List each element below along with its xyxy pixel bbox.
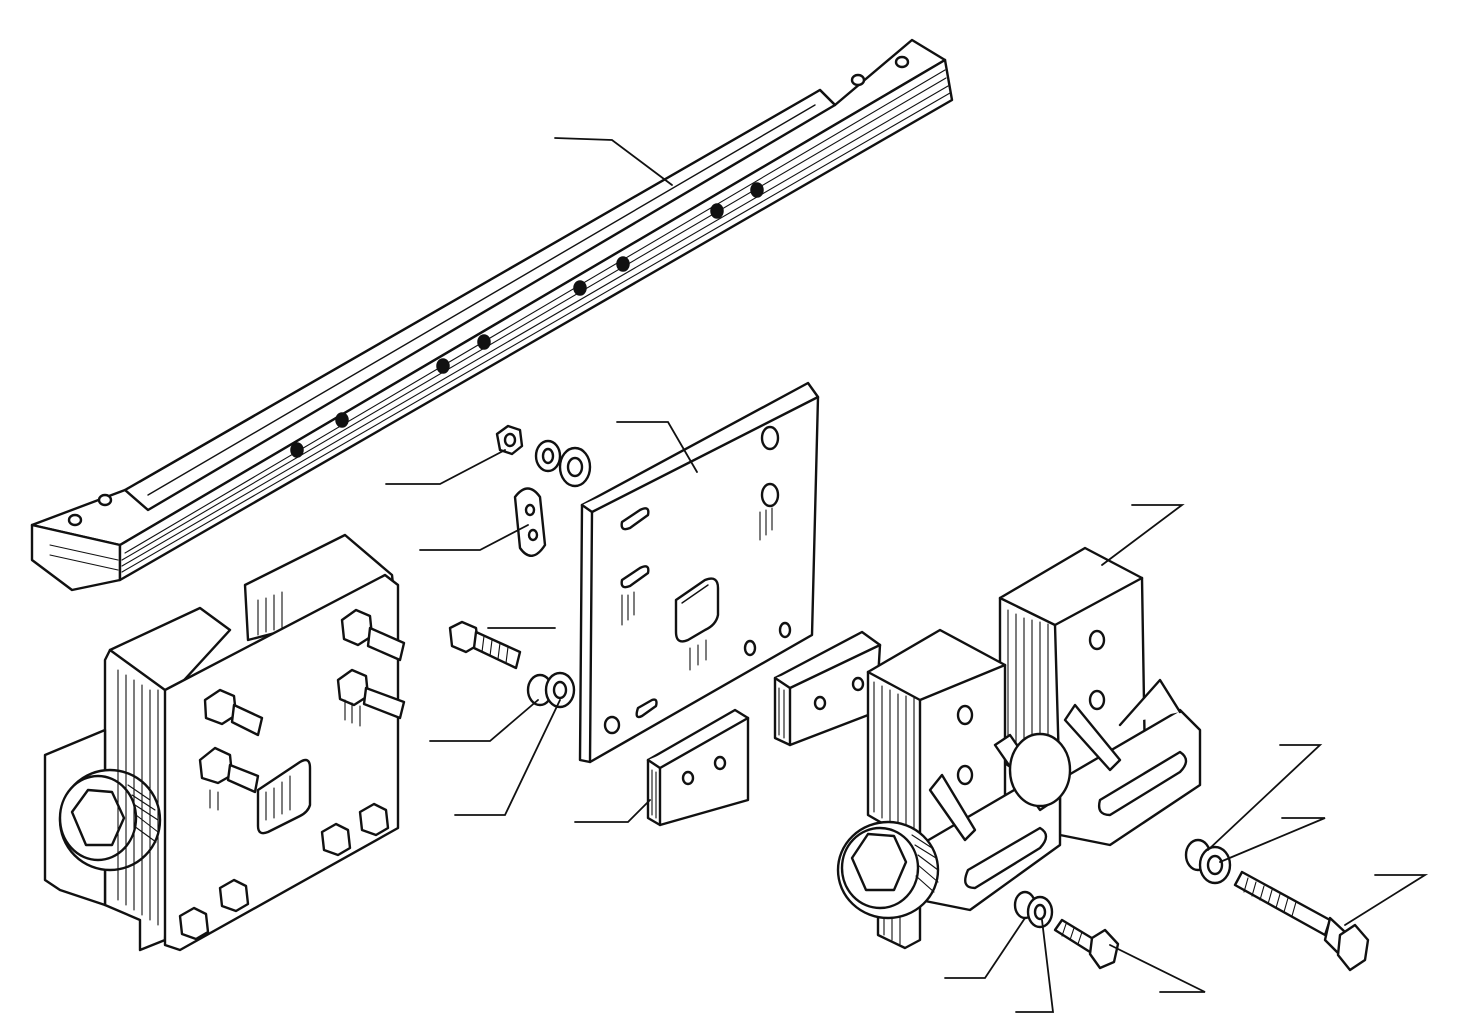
slotted-link — [513, 487, 547, 557]
hex-bolt — [448, 620, 522, 670]
short-bolt — [1053, 918, 1120, 970]
rail-hole-icon — [67, 513, 83, 527]
square-nut — [495, 424, 524, 456]
small-washer — [1013, 890, 1054, 929]
gear-housing-left — [43, 533, 406, 952]
bushing-ring — [1184, 838, 1232, 885]
flat-washer — [558, 446, 592, 488]
guide-rail — [30, 38, 954, 592]
rail-hole-icon — [850, 73, 866, 87]
left-clamp-block — [646, 708, 750, 827]
rail-hole-icon — [97, 493, 113, 507]
leader-lines — [385, 137, 1429, 1013]
right-clamp-block — [773, 630, 882, 747]
rail-hole-icon — [894, 55, 910, 69]
long-bolt — [1233, 870, 1370, 972]
gear-housing-right — [836, 546, 1202, 950]
thrust-bushing — [526, 671, 576, 709]
mounting-plate — [578, 381, 820, 764]
lock-washer — [534, 439, 562, 473]
